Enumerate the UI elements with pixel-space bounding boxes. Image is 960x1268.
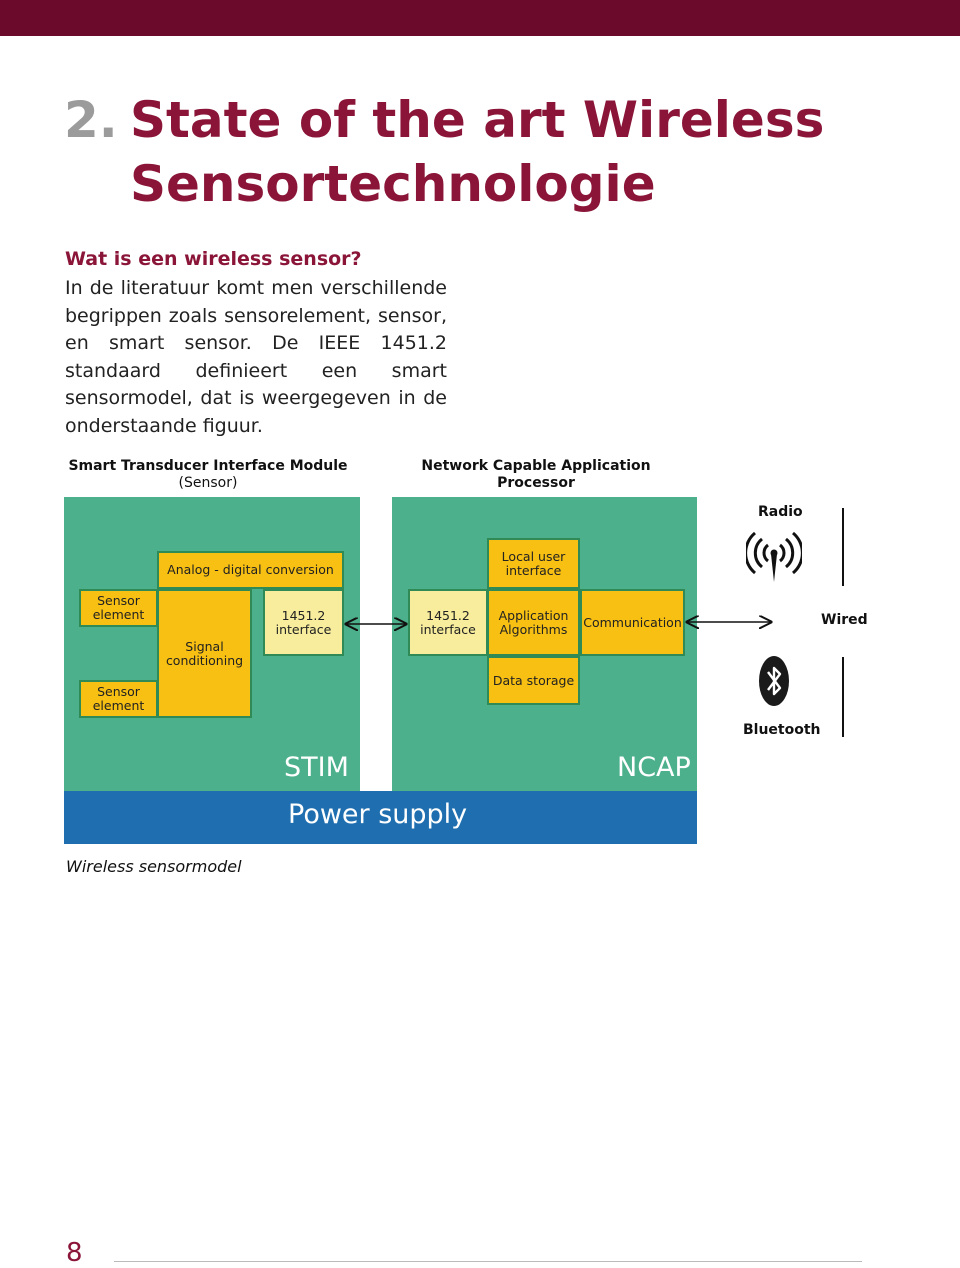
- stim-heading: Smart Transducer Interface Module: [68, 458, 348, 474]
- sensor-element-1: Sensor element: [79, 589, 158, 627]
- stim-label: STIM: [284, 752, 349, 783]
- power-supply-bar: [64, 791, 697, 844]
- ncap-heading: Network Capable Application Processor: [421, 458, 651, 491]
- stim-heading-block: Smart Transducer Interface Module (Senso…: [64, 458, 352, 492]
- stim-subheading: (Sensor): [178, 475, 238, 491]
- page-number: 8: [66, 1238, 83, 1268]
- stim-interface-block: 1451.2 interface: [263, 589, 344, 656]
- radio-divider: [842, 508, 844, 586]
- ncap-label: NCAP: [617, 752, 691, 783]
- power-supply-label: Power supply: [288, 799, 468, 830]
- application-algorithms-block: Application Algorithms: [487, 589, 580, 656]
- signal-conditioning-block: Signal conditioning: [157, 589, 252, 718]
- footer-rule: [114, 1261, 862, 1262]
- diagram-arrows: [0, 0, 960, 900]
- data-storage-block: Data storage: [487, 656, 580, 705]
- figure-caption: Wireless sensormodel: [66, 857, 242, 876]
- top-bar: [0, 0, 960, 36]
- page-title: State of the art Wireless Sensortechnolo…: [130, 91, 825, 213]
- intro-paragraph: In de literatuur komt men verschillende …: [65, 277, 447, 437]
- ncap-interface-block: 1451.2 interface: [408, 589, 488, 656]
- wireless-signal-icon: [746, 531, 802, 582]
- radio-label: Radio: [758, 504, 803, 520]
- local-user-interface-block: Local user interface: [487, 538, 580, 589]
- ncap-heading-block: Network Capable Application Processor: [408, 458, 664, 492]
- bluetooth-icon: [759, 656, 789, 706]
- section-number: 2.: [64, 91, 118, 149]
- communication-block: Communication: [580, 589, 685, 656]
- bluetooth-divider: [842, 657, 844, 737]
- intro-subheading: Wat is een wireless sensor?: [65, 248, 362, 270]
- sensor-element-2: Sensor element: [79, 680, 158, 718]
- bluetooth-label: Bluetooth: [743, 722, 821, 738]
- adc-block: Analog - digital conversion: [157, 551, 344, 589]
- wired-label: Wired: [821, 612, 868, 628]
